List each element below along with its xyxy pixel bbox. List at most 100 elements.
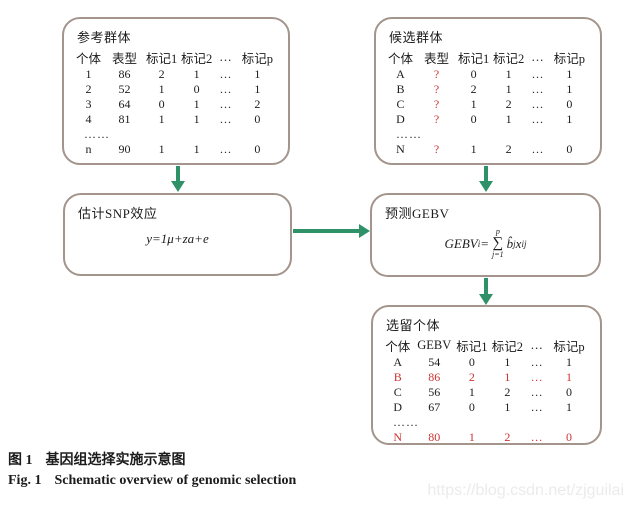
table-cell: 1: [158, 142, 165, 156]
table-cell: ?: [433, 82, 440, 96]
column-header: 表型: [424, 52, 450, 66]
snp-model-formula: y=1μ+za+e: [146, 231, 209, 246]
reference-population-title: 参考群体: [77, 30, 132, 45]
column-header: 标记p: [553, 340, 585, 354]
table-cell: 1: [505, 82, 512, 96]
table-cell: …: [219, 97, 232, 111]
selected-individuals-title: 选留个体: [386, 318, 441, 333]
table-cell: 1: [566, 355, 573, 369]
table-cell: 1: [470, 97, 477, 111]
column-header: 标记2: [491, 340, 524, 354]
figure-title-en: Schematic overview of genomic selection: [54, 473, 297, 488]
table-cell: 1: [505, 112, 512, 126]
table-cell: 1: [85, 67, 92, 81]
table-cell: 2: [85, 82, 92, 96]
table-cell: 1: [193, 112, 200, 126]
table-cell: …: [531, 82, 544, 96]
gebv-formula-bhat: b̂: [506, 235, 514, 251]
arrow-shaft: [293, 229, 360, 233]
column-header: 标记2: [180, 52, 213, 66]
arrow-right-estimate-to-predict-icon: [293, 224, 370, 238]
figure-number-en: Fig. 1: [8, 473, 42, 488]
table-cell: ?: [433, 112, 440, 126]
table-cell: 1: [193, 97, 200, 111]
column-header: 个体: [385, 340, 411, 354]
table-cell: 0: [566, 430, 573, 444]
table-cell: 0: [468, 400, 475, 414]
arrow-head: [479, 294, 493, 305]
table-cell: 0: [193, 82, 200, 96]
ellipsis-row: ……: [84, 127, 110, 141]
table-cell: 90: [118, 142, 131, 156]
table-cell: 2: [504, 430, 511, 444]
arrow-head: [359, 224, 370, 238]
table-cell: 86: [118, 67, 131, 81]
table-cell: D: [396, 112, 405, 126]
table-cell: 1: [254, 82, 261, 96]
estimate-snp-effects-title: 估计SNP效应: [78, 206, 158, 221]
arrow-head: [171, 181, 185, 192]
table-cell: 1: [566, 112, 573, 126]
column-header: …: [219, 50, 232, 64]
column-header: 标记1: [457, 52, 490, 66]
column-header: 标记1: [456, 340, 488, 354]
column-header: GEBV: [417, 338, 452, 352]
table-cell: 0: [468, 355, 475, 369]
table-cell: …: [219, 142, 232, 156]
table-cell: 2: [468, 370, 475, 384]
predict-gebv-title: 预测GEBV: [385, 206, 450, 221]
table-cell: …: [531, 67, 544, 81]
table-cell: 1: [504, 400, 511, 414]
figure-caption-zh: 图 1 基因组选择实施示意图: [8, 451, 296, 471]
table-cell: …: [530, 430, 543, 444]
column-header: 标记p: [553, 52, 585, 66]
gebv-formula-lhs-subscript: i: [477, 238, 481, 249]
figure-title-zh: 基因组选择实施示意图: [45, 453, 186, 468]
table-cell: ?: [433, 97, 440, 111]
table-cell: …: [219, 82, 232, 96]
figure-number-zh: 图 1: [8, 453, 33, 468]
summation-upper-limit: p: [495, 227, 500, 236]
summation-symbol: p ∑ j=1: [492, 228, 504, 259]
table-cell: n: [85, 142, 92, 156]
column-header: 表型: [112, 52, 138, 66]
table-cell: 1: [468, 385, 475, 399]
table-cell: …: [530, 400, 543, 414]
column-header: 个体: [387, 52, 413, 66]
gebv-formula-equals: =: [480, 235, 490, 251]
table-cell: 1: [566, 67, 573, 81]
summation-lower-limit: j=1: [492, 250, 504, 259]
gebv-formula-lhs: GEBV: [444, 235, 478, 251]
candidate-population-title: 候选群体: [389, 30, 444, 45]
table-cell: 0: [566, 142, 573, 156]
sigma-glyph: ∑: [492, 235, 504, 251]
table-cell: 1: [158, 112, 165, 126]
table-cell: A: [396, 67, 405, 81]
ellipsis-row: ……: [396, 127, 422, 141]
table-cell: B: [393, 370, 402, 384]
table-cell: 52: [118, 82, 131, 96]
table-cell: 1: [504, 370, 511, 384]
table-cell: N: [396, 142, 405, 156]
figure-caption-en: Fig. 1 Schematic overview of genomic sele…: [8, 471, 296, 491]
watermark-url: https://blog.csdn.net/zjguilai: [427, 482, 624, 499]
table-cell: …: [219, 67, 232, 81]
ellipsis-row: ……: [393, 415, 419, 429]
table-cell: 67: [428, 400, 441, 414]
table-cell: …: [531, 112, 544, 126]
table-cell: …: [530, 355, 543, 369]
column-header: 标记2: [492, 52, 525, 66]
